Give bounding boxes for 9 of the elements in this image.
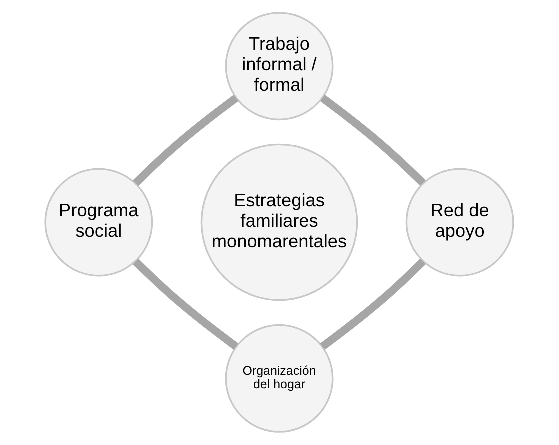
connector (133, 258, 239, 350)
node-circle: Organización del hogar (225, 324, 334, 433)
connector (133, 95, 239, 186)
node-circle: Programa social (44, 168, 154, 277)
connector (320, 258, 426, 350)
node-circle: Trabajo informal / formal (225, 12, 334, 121)
connector (320, 95, 426, 186)
node-circle: Estrategias familiares monomarentales (200, 144, 358, 302)
node-circle: Red de apoyo (406, 168, 514, 277)
